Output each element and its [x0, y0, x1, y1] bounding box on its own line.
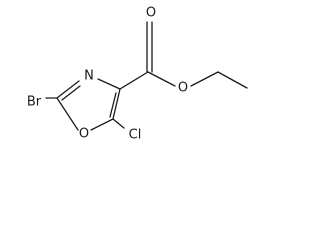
atom-br: Br [27, 95, 42, 110]
bond-n-c4 [97, 78, 121, 90]
atom-n-ring: N [84, 69, 94, 84]
atom-labels: O O N Br O Cl [27, 6, 188, 143]
molecule-structure: O O N Br O Cl [27, 6, 248, 143]
bonds [45, 21, 248, 131]
bond-c4-c5-b [109, 92, 117, 118]
bond-n-c2-double-b [61, 85, 81, 101]
bond-n-c2-double-a [56, 80, 80, 99]
bond-ch2-ch3 [217, 71, 248, 89]
atom-o-ring: O [79, 127, 89, 142]
bond-o-ch2 [190, 71, 219, 87]
atom-cl: Cl [129, 128, 142, 143]
bond-o-ring-c2 [56, 97, 79, 131]
atom-o-carbonyl: O [146, 6, 156, 21]
bond-c-o-ester [147, 71, 176, 87]
bond-c5-o-ring [90, 118, 114, 131]
bond-c4-c5-a [112, 88, 121, 120]
atom-o-ester: O [178, 81, 188, 96]
bond-c4-carbonyl [119, 71, 149, 90]
bond-c5-cl [112, 118, 125, 129]
